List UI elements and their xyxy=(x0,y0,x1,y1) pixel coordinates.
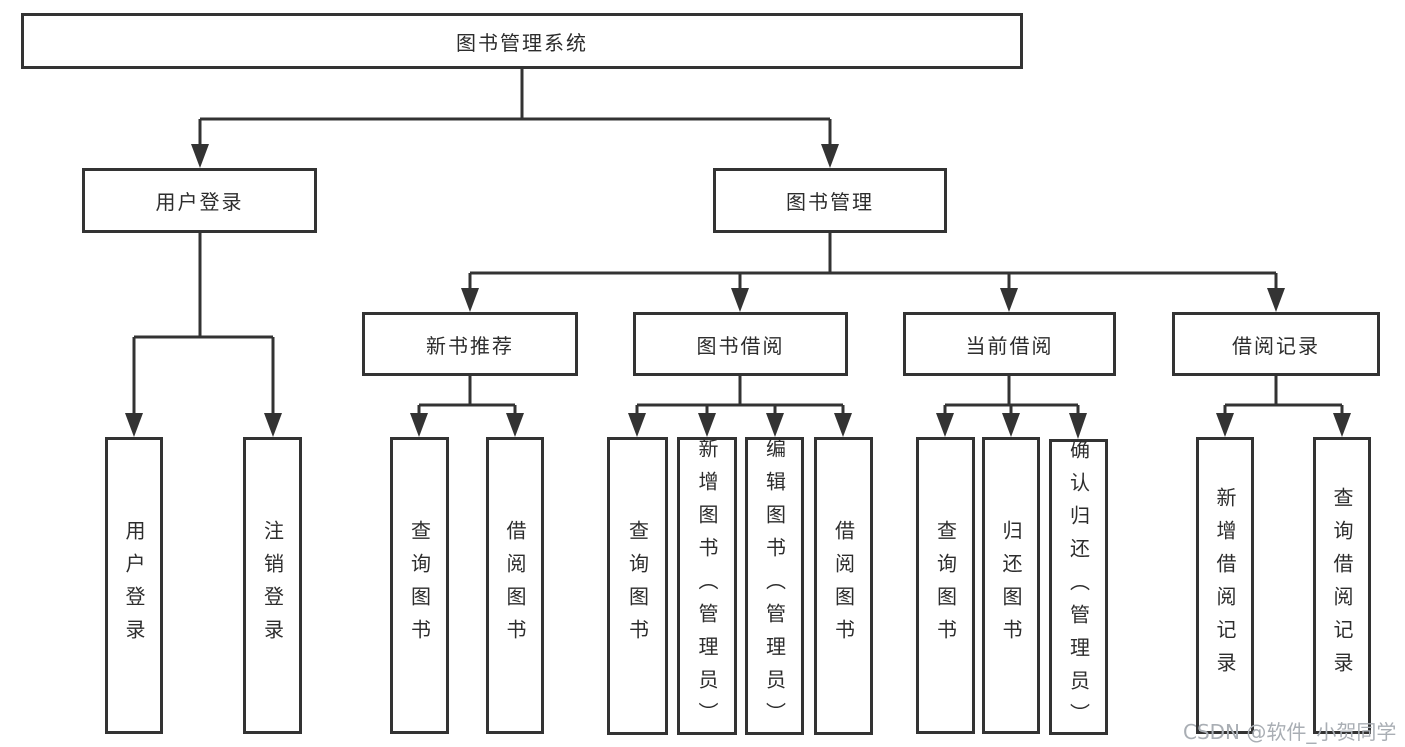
node-root-label: 图书管理系统 xyxy=(456,30,588,55)
leaf-current-return-books: 归还图书 xyxy=(982,437,1040,734)
node-user-login: 用户登录 xyxy=(82,168,317,233)
node-borrowing-records: 借阅记录 xyxy=(1172,312,1380,376)
leaf-recommend-borrow-books-label: 借阅图书 xyxy=(503,519,527,652)
node-current-borrowing: 当前借阅 xyxy=(903,312,1116,376)
leaf-records-add-record-label: 新增借阅记录 xyxy=(1213,486,1237,685)
leaf-current-query-books: 查询图书 xyxy=(916,437,975,734)
leaf-borrow-borrow-books-label: 借阅图书 xyxy=(831,520,856,652)
leaf-borrow-query-books-label: 查询图书 xyxy=(625,520,650,652)
leaf-records-add-record: 新增借阅记录 xyxy=(1196,437,1254,734)
leaf-borrow-query-books: 查询图书 xyxy=(607,437,668,735)
leaf-borrow-borrow-books: 借阅图书 xyxy=(814,437,873,735)
leaf-recommend-query-books-label: 查询图书 xyxy=(407,519,432,652)
node-root: 图书管理系统 xyxy=(21,13,1023,69)
node-current-borrowing-label: 当前借阅 xyxy=(965,333,1054,358)
leaf-login-user-login-label: 用户登录 xyxy=(122,519,146,652)
leaf-login-logout: 注销登录 xyxy=(243,437,302,734)
node-book-management-label: 图书管理 xyxy=(786,190,874,214)
leaf-borrow-edit-books-admin-label: 编辑图书（管理员） xyxy=(762,437,787,735)
node-user-login-label: 用户登录 xyxy=(155,190,244,214)
node-book-borrowing-label: 图书借阅 xyxy=(696,333,785,358)
leaf-recommend-borrow-books: 借阅图书 xyxy=(486,437,544,734)
leaf-login-logout-label: 注销登录 xyxy=(260,519,285,652)
leaf-records-query-record: 查询借阅记录 xyxy=(1313,437,1371,734)
leaf-borrow-add-books-admin-label: 新增图书（管理员） xyxy=(695,437,719,735)
leaf-current-return-books-label: 归还图书 xyxy=(999,519,1023,652)
leaf-recommend-query-books: 查询图书 xyxy=(390,437,449,734)
node-new-book-recommend: 新书推荐 xyxy=(362,312,578,376)
leaf-records-query-record-label: 查询借阅记录 xyxy=(1330,486,1354,685)
leaf-current-confirm-return-admin-label: 确认归还（管理员） xyxy=(1066,438,1091,736)
leaf-borrow-edit-books-admin: 编辑图书（管理员） xyxy=(745,437,804,735)
node-book-management: 图书管理 xyxy=(713,168,947,233)
node-book-borrowing: 图书借阅 xyxy=(633,312,848,376)
leaf-current-query-books-label: 查询图书 xyxy=(933,519,958,652)
leaf-login-user-login: 用户登录 xyxy=(105,437,163,734)
node-new-book-recommend-label: 新书推荐 xyxy=(426,333,514,358)
csdn-watermark: CSDN @软件_小贺同学 xyxy=(1183,720,1397,744)
leaf-borrow-add-books-admin: 新增图书（管理员） xyxy=(677,437,737,735)
node-borrowing-records-label: 借阅记录 xyxy=(1232,333,1320,358)
leaf-current-confirm-return-admin: 确认归还（管理员） xyxy=(1049,438,1108,736)
